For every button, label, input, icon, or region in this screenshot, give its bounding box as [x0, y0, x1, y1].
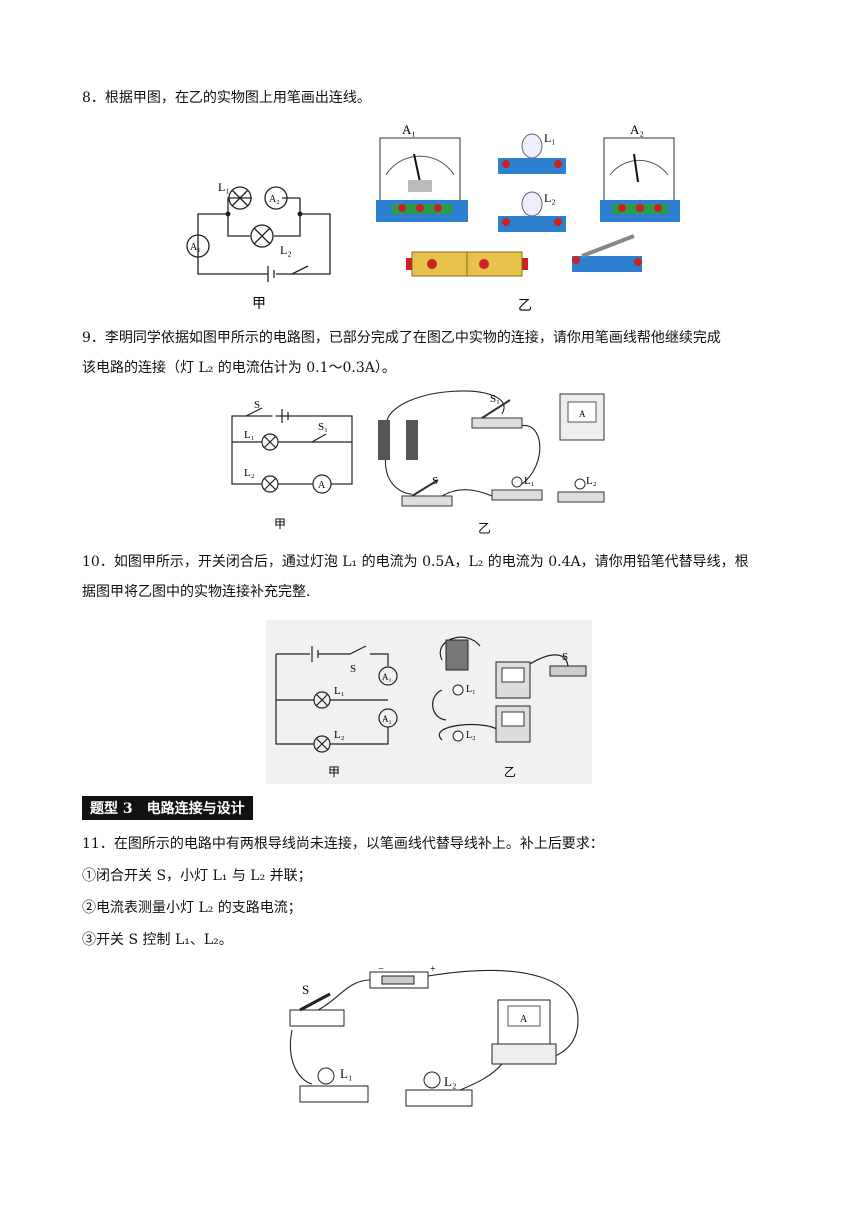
q9-label-S1: S₁ — [318, 421, 328, 433]
q9-caption-jia: 甲 — [274, 517, 286, 531]
q9-caption-yi-text: 乙 — [478, 521, 492, 536]
q10-yi-label-S: S — [562, 651, 568, 663]
q8-label-L2: L₂ — [280, 243, 292, 257]
q9-circuit-diagram-jia: S L₁ S₁ L₂ A 甲 — [231, 399, 353, 531]
q10-label-A2: A₂ — [382, 714, 392, 724]
q10-label-A1: A₁ — [382, 672, 392, 682]
q10-label-L1: L₁ — [334, 685, 345, 697]
q8-label-A2: A₂ — [269, 194, 280, 205]
q11-label-L2: L₂ — [444, 1074, 456, 1089]
q11-ammeter-A: A — [520, 1014, 528, 1025]
q10-label-L2: L₂ — [334, 729, 345, 741]
q9-yi-label-S1: S₁ — [490, 393, 500, 405]
section-banner: 题型 3 电路连接与设计 — [82, 796, 253, 820]
q10-yi-label-L1: L₁ — [466, 684, 476, 695]
q10-label-S: S — [350, 663, 356, 675]
q8-caption-jia: 甲 — [252, 297, 266, 312]
q8-yi-label-L2: L₂ — [544, 191, 556, 205]
q9-yi-ammeter-A: A — [579, 409, 586, 419]
question-11-req2: ②电流表测量小灯 L₂ 的支路电流； — [82, 900, 302, 916]
question-11-req3: ③开关 S 控制 L₁、L₂。 — [82, 932, 233, 948]
q8-circuit-diagram-jia: L₁ A₂ A₁ L₂ 甲 — [186, 180, 331, 312]
q8-physical-setup-yi: A₁ L₁ L₂ A₂ 乙 — [376, 122, 680, 314]
q8-label-L1: L₁ — [218, 180, 230, 194]
question-11-line1: 11．在图所示的电路中有两根导线尚未连接，以笔画线代替导线补上。补上后要求： — [82, 836, 604, 852]
question-10-line1: 10．如图甲所示，开关闭合后，通过灯泡 L₁ 的电流为 0.5A，L₂ 的电流为… — [82, 554, 749, 570]
q8-yi-label-A2: A₂ — [630, 122, 644, 137]
q11-battery-plus: + — [430, 964, 436, 975]
q8-yi-label-A1: A₁ — [402, 122, 416, 137]
q11-label-L1: L₁ — [340, 1066, 352, 1081]
q9-yi-label-L1: L₁ — [524, 475, 535, 487]
q9-yi-label-L2: L₂ — [586, 475, 597, 487]
q9-label-L1: L₁ — [244, 429, 255, 441]
question-9-line1: 9．李明同学依据如图甲所示的电路图，已部分完成了在图乙中实物的连接，请你用笔画线… — [82, 330, 721, 346]
q9-label-S: S — [254, 399, 260, 411]
q11-battery-minus: − — [378, 964, 384, 975]
q8-caption-yi: 乙 — [518, 298, 532, 314]
q8-label-A1: A₁ — [190, 242, 201, 253]
q10-caption-yi: 乙 — [504, 765, 516, 779]
q10-circuit-figure: S A₁ L₁ A₂ L₂ 甲 S L₁ L₂ 乙 — [266, 620, 592, 784]
question-9-line2: 该电路的连接（灯 L₂ 的电流估计为 0.1～0.3A）。 — [82, 360, 396, 376]
question-10-line2: 据图甲将乙图中的实物连接补充完整. — [82, 584, 311, 600]
q10-caption-jia: 甲 — [328, 765, 340, 779]
q9-physical-setup-yi: S₁ S L₁ A L₂ 甲 — [378, 390, 605, 507]
q11-physical-circuit: − + S L₁ L₂ A — [289, 964, 579, 1107]
q11-label-S: S — [302, 982, 309, 997]
question-8-text: 8．根据甲图，在乙的实物图上用笔画出连线。 — [82, 90, 371, 106]
q8-yi-label-L1: L₁ — [544, 131, 556, 145]
q9-yi-label-S: S — [432, 475, 438, 487]
q9-label-A: A — [318, 480, 326, 491]
q9-label-L2: L₂ — [244, 467, 255, 479]
question-11-req1: ①闭合开关 S，小灯 L₁ 与 L₂ 并联； — [82, 868, 312, 884]
q10-yi-label-L2: L₂ — [466, 730, 476, 741]
